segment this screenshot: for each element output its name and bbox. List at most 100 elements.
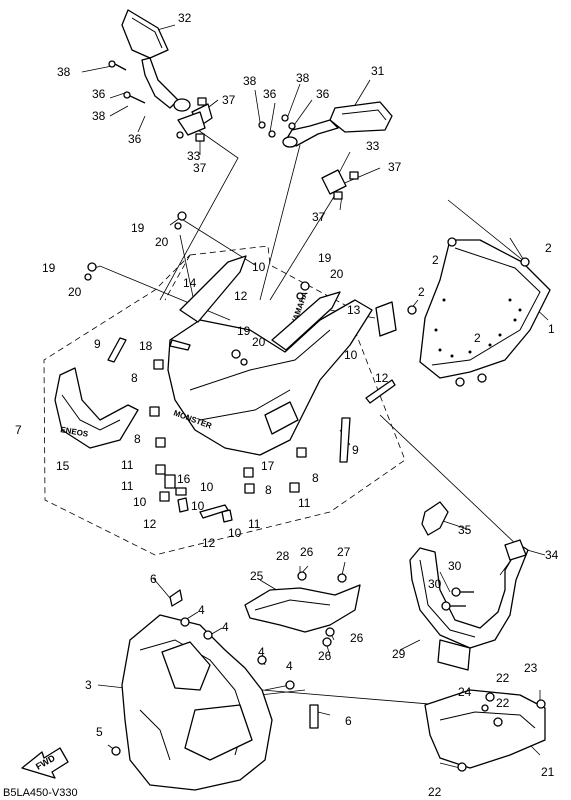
callout-7: 7 bbox=[15, 423, 22, 437]
callout-31: 31 bbox=[371, 64, 385, 78]
front-panel: ENEOS bbox=[54, 367, 139, 449]
callout-37: 37 bbox=[388, 160, 402, 174]
callout-9: 9 bbox=[352, 443, 359, 457]
windshield bbox=[407, 237, 551, 387]
callout-36: 36 bbox=[263, 87, 277, 101]
callout-2: 2 bbox=[474, 331, 481, 345]
callout-34: 34 bbox=[545, 548, 559, 562]
callout-22: 22 bbox=[496, 671, 510, 685]
callout-38: 38 bbox=[243, 74, 257, 88]
callout-32: 32 bbox=[178, 11, 192, 25]
callout-10: 10 bbox=[252, 260, 266, 274]
callout-11: 11 bbox=[248, 517, 261, 531]
callout-19: 19 bbox=[318, 251, 332, 265]
callout-5: 5 bbox=[96, 725, 103, 739]
callout-16: 16 bbox=[177, 472, 191, 486]
callout-4: 4 bbox=[286, 659, 293, 673]
callout-19: 19 bbox=[131, 221, 145, 235]
callout-24: 24 bbox=[458, 685, 472, 699]
callout-4: 4 bbox=[198, 603, 205, 617]
leader-lines bbox=[81, 24, 549, 769]
fasteners bbox=[84, 211, 397, 523]
callout-12: 12 bbox=[234, 289, 248, 303]
callout-8: 8 bbox=[265, 483, 272, 497]
callout-21: 21 bbox=[541, 765, 555, 779]
callout-11: 11 bbox=[121, 479, 134, 493]
callout-37: 37 bbox=[193, 161, 207, 175]
callout-12: 12 bbox=[143, 517, 157, 531]
fwd-arrow: FWD bbox=[21, 747, 69, 779]
callout-12: 12 bbox=[375, 371, 389, 385]
callout-10: 10 bbox=[200, 480, 214, 494]
callout-36: 36 bbox=[92, 87, 106, 101]
callout-11: 11 bbox=[121, 458, 134, 472]
callout-36: 36 bbox=[316, 87, 330, 101]
callout-6: 6 bbox=[345, 714, 352, 728]
callout-1: 1 bbox=[548, 322, 555, 336]
callout-13: 13 bbox=[347, 303, 361, 317]
duct-cover bbox=[264, 401, 299, 435]
callout-20: 20 bbox=[252, 335, 266, 349]
dashed-group-outlines bbox=[43, 245, 406, 556]
stay-brackets bbox=[409, 501, 529, 671]
callout-38: 38 bbox=[57, 65, 71, 79]
callout-2: 2 bbox=[545, 241, 552, 255]
right-side-decal bbox=[271, 291, 341, 351]
callout-10: 10 bbox=[228, 526, 242, 540]
left-mirror-stalk bbox=[141, 57, 179, 109]
callout-19: 19 bbox=[42, 261, 56, 275]
upper-cowling: MONSTER YAMAHA bbox=[167, 255, 373, 456]
callout-28: 28 bbox=[276, 549, 290, 563]
callout-2: 2 bbox=[432, 253, 439, 267]
callout-26: 26 bbox=[300, 545, 314, 559]
left-mirror-assembly bbox=[108, 9, 213, 142]
left-side-decal bbox=[179, 255, 247, 323]
callout-30: 30 bbox=[448, 559, 462, 573]
callout-22: 22 bbox=[428, 785, 442, 799]
callout-8: 8 bbox=[131, 371, 138, 385]
callout-10: 10 bbox=[133, 495, 147, 509]
callout-29: 29 bbox=[392, 647, 406, 661]
left-mirror-housing bbox=[121, 9, 169, 59]
callout-38: 38 bbox=[92, 109, 106, 123]
callout-11: 11 bbox=[298, 496, 311, 510]
drawing-code: B5LA450-V330 bbox=[3, 787, 78, 799]
callout-23: 23 bbox=[524, 661, 538, 675]
callout-30: 30 bbox=[428, 577, 442, 591]
callout-9: 9 bbox=[94, 337, 101, 351]
inner-panel bbox=[244, 571, 361, 647]
lower-cowling bbox=[111, 589, 319, 791]
under-cover bbox=[424, 689, 546, 772]
callout-19: 19 bbox=[237, 324, 251, 338]
callout-22: 22 bbox=[496, 696, 510, 710]
callout-6: 6 bbox=[150, 572, 157, 586]
callout-4: 4 bbox=[222, 620, 229, 634]
callout-8: 8 bbox=[134, 432, 141, 446]
callout-15: 15 bbox=[56, 459, 70, 473]
callout-35: 35 bbox=[458, 523, 472, 537]
callout-2: 2 bbox=[418, 285, 425, 299]
callout-25: 25 bbox=[250, 569, 264, 583]
callout-17: 17 bbox=[261, 459, 275, 473]
callout-26: 26 bbox=[350, 631, 364, 645]
callout-20: 20 bbox=[330, 267, 344, 281]
callout-37: 37 bbox=[222, 93, 236, 107]
callout-12: 12 bbox=[202, 536, 216, 550]
right-mirror-assembly bbox=[258, 101, 393, 200]
callout-20: 20 bbox=[68, 285, 82, 299]
callout-26: 26 bbox=[318, 649, 332, 663]
callout-4: 4 bbox=[258, 645, 265, 659]
callout-27: 27 bbox=[337, 545, 351, 559]
callout-37: 37 bbox=[312, 210, 326, 224]
right-mirror-gasket bbox=[321, 169, 347, 195]
callout-3: 3 bbox=[85, 678, 92, 692]
callout-33: 33 bbox=[366, 139, 380, 153]
callout-labels: 32 38 36 38 36 37 33 37 38 38 36 36 31 3… bbox=[15, 11, 559, 799]
callout-18: 18 bbox=[139, 339, 153, 353]
callout-33: 33 bbox=[187, 149, 201, 163]
callout-36: 36 bbox=[128, 132, 142, 146]
right-mirror-housing bbox=[329, 101, 393, 133]
callout-14: 14 bbox=[183, 276, 197, 290]
callout-8: 8 bbox=[312, 471, 319, 485]
